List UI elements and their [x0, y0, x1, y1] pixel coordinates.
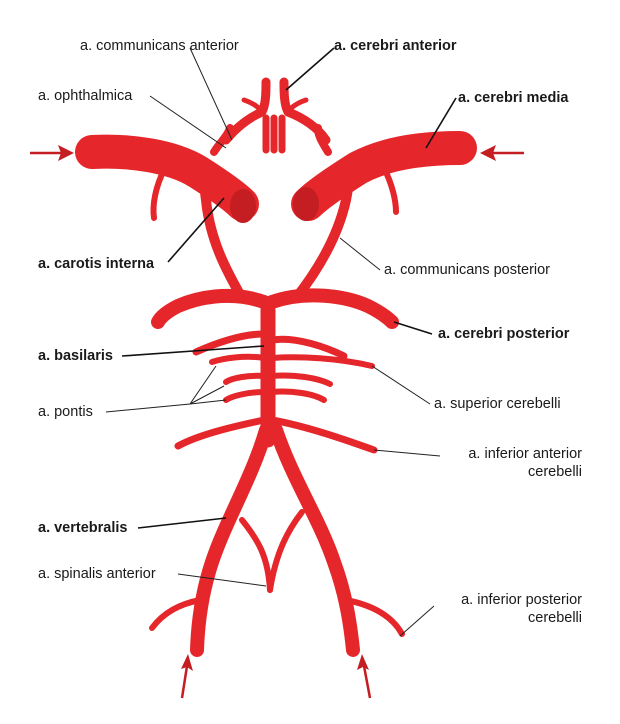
cerebri-anterior-branch-r1 — [285, 97, 309, 115]
leader-pontis-2 — [189, 385, 225, 405]
leader-ophthalmica — [149, 95, 227, 149]
carotis-end-left — [230, 189, 256, 223]
spinalis-anterior — [239, 517, 273, 593]
leader-cerebri-posterior — [393, 321, 433, 335]
bottom-left-flow-arrow — [180, 654, 193, 699]
carotis-end-right — [293, 187, 319, 221]
sca-right — [268, 335, 348, 360]
pica-left — [149, 597, 203, 631]
cerebri-media-left — [75, 134, 259, 221]
label-basilaris: a. basilaris — [38, 348, 113, 364]
leader-inferior-posterior-cerebelli — [399, 605, 435, 637]
label-inferior-anterior-cerebelli-line2: cerebelli — [528, 464, 582, 480]
cerebri-media-right — [291, 131, 477, 221]
label-inferior-anterior-cerebelli-line1: a. inferior anterior — [468, 446, 582, 462]
leader-pontis-3 — [189, 399, 227, 405]
right-flow-arrow — [480, 145, 524, 161]
pontis-left-1 — [209, 353, 267, 365]
left-flow-arrow — [30, 145, 74, 161]
label-inferior-posterior-cerebelli-line2: cerebelli — [528, 610, 582, 626]
aica-left — [174, 416, 268, 450]
branch-right-small — [381, 165, 399, 215]
leader-inferior-anterior-cerebelli — [373, 449, 441, 457]
pontis-left-3 — [223, 389, 267, 403]
leader-lines — [105, 47, 457, 637]
label-superior-cerebelli: a. superior cerebelli — [434, 396, 561, 412]
label-carotis-interna: a. carotis interna — [38, 256, 155, 272]
leader-basilaris — [121, 345, 265, 357]
pontis-right-2 — [269, 372, 333, 387]
label-pontis: a. pontis — [38, 404, 93, 420]
branch-left-small — [150, 167, 167, 221]
label-communicans-posterior: a. communicans posterior — [384, 262, 551, 278]
leader-carotis-interna — [167, 197, 225, 263]
leader-spinalis-anterior — [177, 573, 267, 587]
label-ophthalmica: a. ophthalmica — [38, 88, 133, 104]
aica-right — [268, 416, 378, 454]
leader-cerebri-media — [425, 97, 457, 149]
leader-cerebri-anterior — [285, 47, 335, 91]
pontis-right-3 — [269, 388, 327, 403]
pontis-right-1 — [269, 354, 375, 369]
leader-communicans-anterior — [189, 47, 233, 141]
leader-communicans-posterior — [339, 237, 381, 271]
label-communicans-anterior: a. communicans anterior — [80, 38, 239, 54]
flow-arrows — [30, 145, 524, 699]
cerebri-anterior-branch-l1 — [241, 97, 265, 115]
label-vertebralis: a. vertebralis — [38, 520, 128, 536]
bottom-right-flow-arrow — [357, 654, 372, 699]
label-inferior-posterior-cerebelli-line1: a. inferior posterior — [461, 592, 582, 608]
leader-vertebralis — [137, 517, 227, 529]
vertebral-artery-left — [190, 423, 273, 657]
leader-superior-cerebelli — [371, 365, 431, 405]
vertebral-artery-right — [269, 423, 360, 657]
pica-right — [343, 597, 405, 637]
cerebri-posterior-right — [265, 288, 399, 329]
cerebri-posterior-left — [151, 288, 271, 329]
communicans-anterior — [262, 114, 286, 154]
pontis-left-2 — [223, 372, 267, 385]
label-spinalis-anterior: a. spinalis anterior — [38, 566, 156, 582]
label-cerebri-media: a. cerebri media — [458, 90, 569, 106]
label-cerebri-anterior: a. cerebri anterior — [334, 38, 457, 54]
vessels — [75, 77, 477, 657]
spinalis-anterior-right — [267, 509, 305, 593]
label-cerebri-posterior: a. cerebri posterior — [438, 326, 570, 342]
leader-pontis-1 — [105, 365, 217, 413]
